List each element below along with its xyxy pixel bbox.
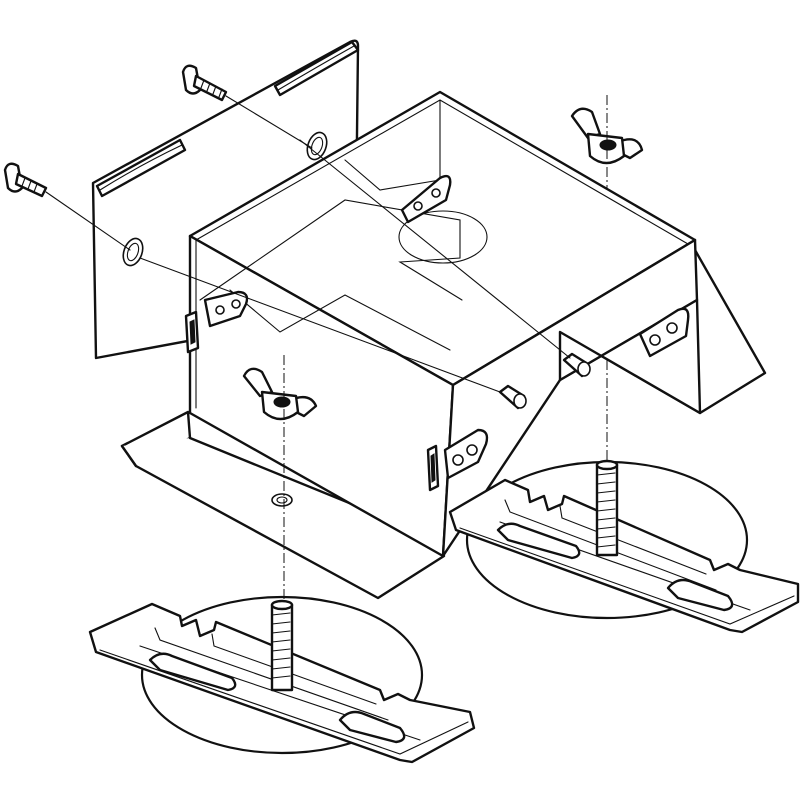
wing-nut-icon <box>242 367 318 421</box>
wing-nut-icon <box>570 107 644 165</box>
threaded-rod-icon <box>270 599 294 692</box>
screw-top <box>181 64 228 102</box>
mounting-rail-icon <box>448 478 800 634</box>
internal-bracket-top <box>400 174 452 224</box>
wing-nut-front <box>242 367 318 421</box>
detail-circle-icon <box>140 595 424 755</box>
knockout-circle <box>398 210 488 264</box>
screw-left <box>3 162 48 198</box>
detail-view-right <box>448 459 800 634</box>
cover-hole-right <box>306 131 328 161</box>
spacer-front <box>498 384 527 410</box>
detail-view-left <box>88 595 476 764</box>
junction-box <box>120 90 767 600</box>
cover-hole-left <box>122 237 144 267</box>
external-bracket-front <box>443 428 489 480</box>
screw-icon <box>3 162 48 198</box>
floor-hole <box>271 493 293 507</box>
internal-bracket-left <box>203 290 249 328</box>
screw-icon <box>181 64 228 102</box>
threaded-rod-icon <box>595 459 619 557</box>
spacer-back <box>562 352 591 378</box>
wing-nut-back <box>570 107 644 165</box>
external-bracket-right <box>638 307 690 358</box>
